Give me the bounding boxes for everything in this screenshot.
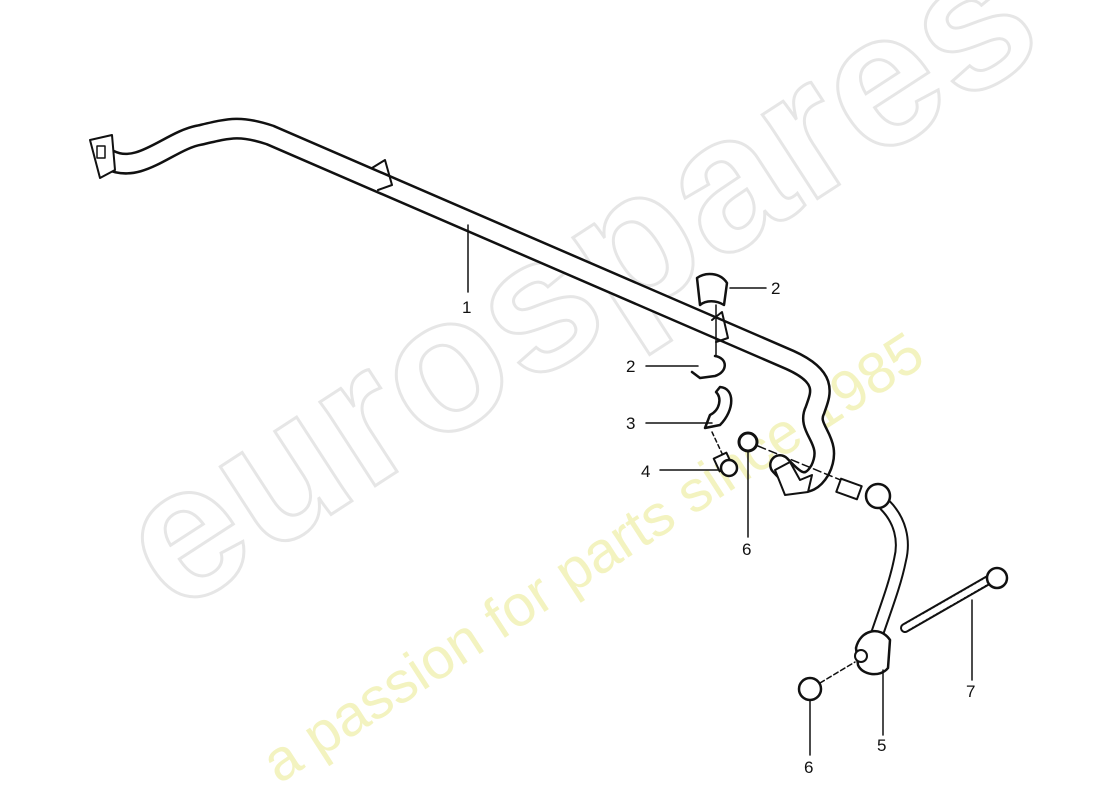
callout-1: 1 xyxy=(462,298,471,317)
callout-2-lower: 2 xyxy=(626,357,635,376)
callout-2-upper: 2 xyxy=(771,279,780,298)
callout-7: 7 xyxy=(966,682,975,701)
callout-6-lower: 6 xyxy=(804,758,813,777)
callout-4: 4 xyxy=(641,462,650,481)
clamp-shape xyxy=(703,385,733,430)
callout-5: 5 xyxy=(877,736,886,755)
nut-upper-shape xyxy=(737,431,759,453)
rubber-mount-lower-shape xyxy=(690,354,726,380)
callout-3: 3 xyxy=(626,414,635,433)
coupling-rod-shape xyxy=(835,477,909,676)
nut-lower-shape xyxy=(797,676,823,702)
rubber-mount-upper-shape xyxy=(695,272,729,307)
bar-bracket xyxy=(774,461,813,496)
hex-bolt-shape xyxy=(900,566,1009,633)
callout-6-upper: 6 xyxy=(742,540,751,559)
stabilizer-bar xyxy=(89,117,836,493)
